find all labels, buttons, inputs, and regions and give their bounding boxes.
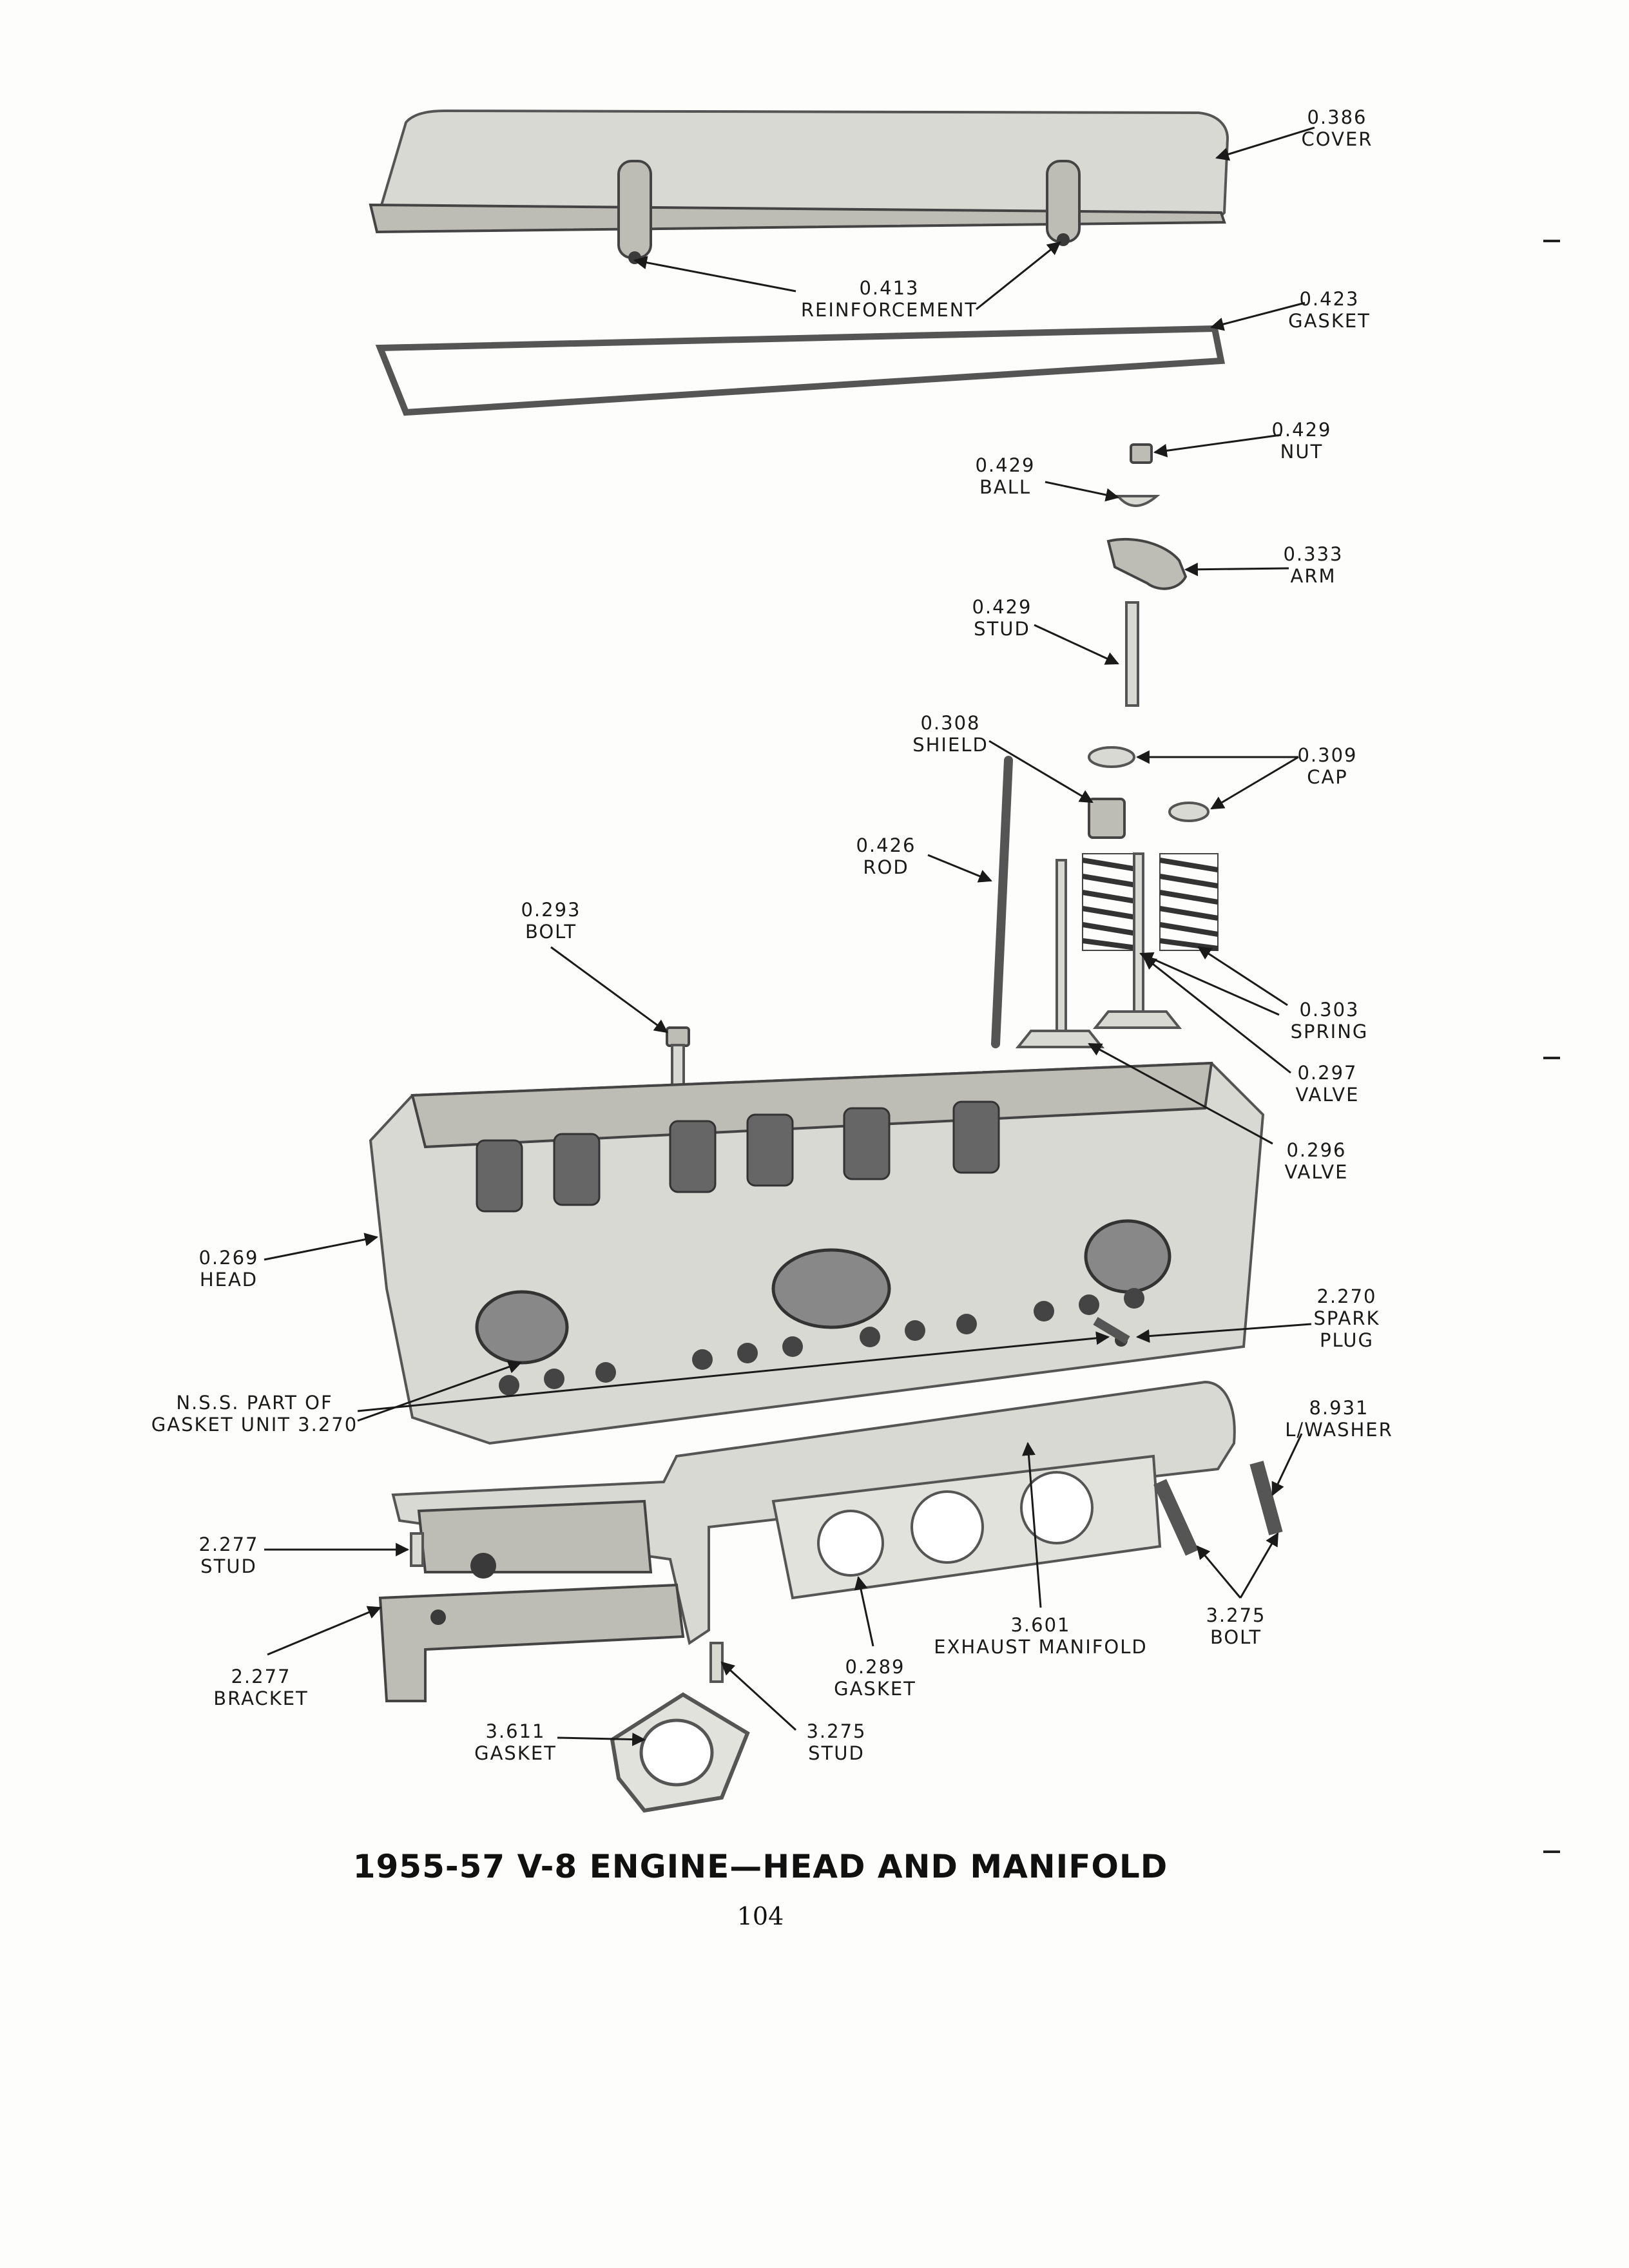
bracket-stud-illustration [410, 1532, 424, 1567]
valve-illustration [1015, 852, 1182, 1048]
flange-gasket-illustration [610, 1692, 750, 1813]
page-title: 1955-57 V-8 ENGINE—HEAD AND MANIFOLD [352, 1848, 1168, 1885]
cap-illustration [1088, 746, 1210, 822]
rocker-stud-illustration [1125, 601, 1139, 707]
push-rod-illustration [991, 756, 1013, 1048]
valve-cover-illustration [369, 109, 1229, 264]
manifold-bolt-illustration [1153, 1461, 1283, 1556]
cylinder-head-illustration [369, 1061, 1265, 1445]
head-bolt-illustration [666, 1026, 690, 1091]
spark-plug-illustration [1093, 1316, 1130, 1345]
scan-mark [1543, 1850, 1560, 1853]
leader-lines [264, 126, 1315, 1747]
rocker-arm-illustration [1106, 537, 1188, 590]
shield-illustration [1088, 798, 1126, 839]
bracket-illustration [378, 1583, 685, 1702]
rocker-nut-illustration [1130, 443, 1153, 464]
page-number: 104 [737, 1902, 784, 1930]
valve-spring-illustration [1082, 853, 1219, 951]
manifold-stud-illustration [709, 1642, 724, 1683]
head-gasket-illustration [771, 1454, 1162, 1600]
scan-mark [1543, 1057, 1560, 1059]
rocker-ball-illustration [1115, 495, 1161, 507]
cover-gasket-illustration [375, 325, 1226, 416]
scan-mark [1543, 240, 1560, 242]
